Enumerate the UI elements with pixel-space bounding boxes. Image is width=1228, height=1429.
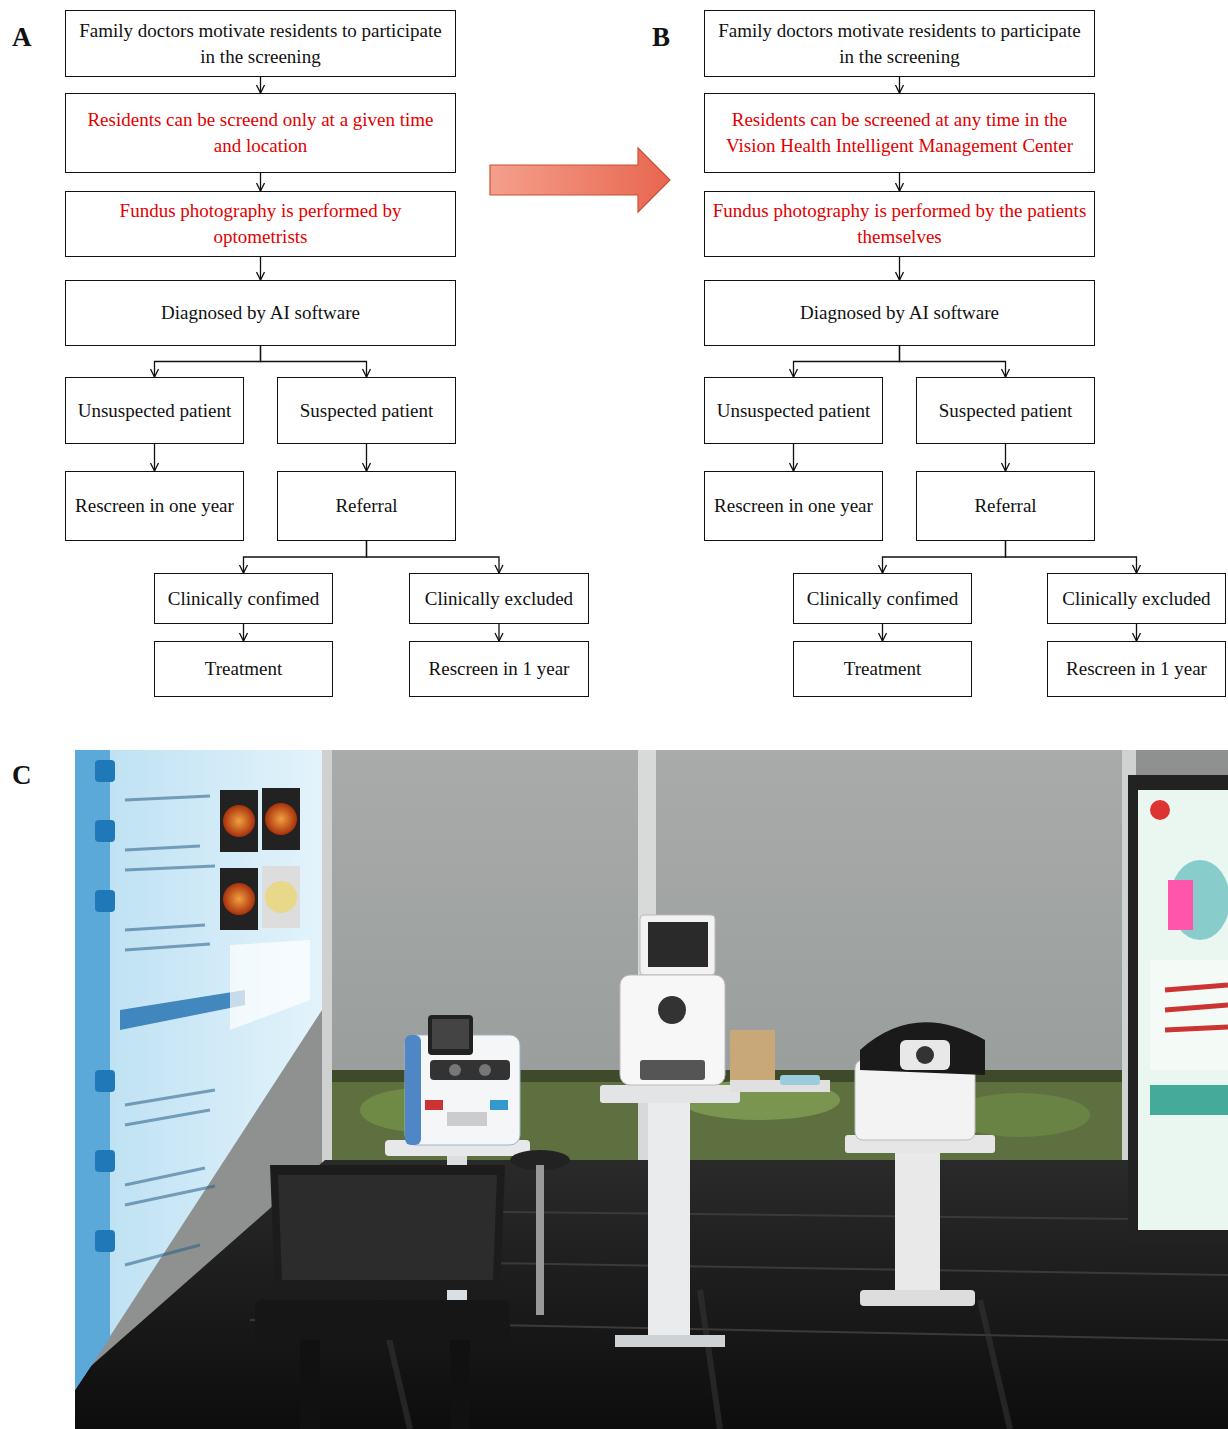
flow-arrow	[261, 346, 367, 377]
flow-arrow	[793, 444, 794, 471]
box-text: Diagnosed by AI software	[155, 300, 366, 326]
box-text: Treatment	[838, 656, 927, 682]
outcome-box: Clinically confimed	[793, 573, 972, 624]
start-box: Family doctors motivate residents to par…	[704, 10, 1095, 77]
fundus-image	[220, 790, 258, 852]
panel-label: C	[12, 762, 32, 789]
process-box: Diagnosed by AI software	[704, 280, 1095, 346]
box-text: Fundus photography is performed by optom…	[66, 198, 455, 249]
action-box: Treatment	[154, 641, 333, 697]
box-text: Unsuspected patient	[72, 398, 238, 424]
process-box: Residents can be screend only at a given…	[65, 93, 456, 173]
flow-arrow	[366, 444, 367, 471]
box-text: Unsuspected patient	[711, 398, 877, 424]
flow-arrow	[899, 257, 900, 280]
flow-arrow	[882, 624, 883, 641]
flow-arrow	[154, 444, 155, 471]
box-text: Fundus photography is performed by the p…	[705, 198, 1094, 249]
box-text: Diagnosed by AI software	[794, 300, 1005, 326]
transition-arrow	[490, 148, 670, 212]
box-text: Residents can be screened at any time in…	[705, 107, 1094, 158]
box-text: Treatment	[199, 656, 288, 682]
box-text: Rescreen in 1 year	[1060, 656, 1213, 682]
action-box: Rescreen in 1 year	[409, 641, 589, 697]
flow-arrow	[155, 346, 261, 377]
flow-arrow	[883, 541, 1006, 573]
flow-arrow	[260, 257, 261, 280]
fundus-camera	[600, 915, 830, 1347]
poster	[75, 750, 322, 1390]
box-text: Suspected patient	[294, 398, 440, 424]
box-text: Clinically excluded	[1056, 586, 1216, 612]
flow-arrow	[1005, 444, 1006, 471]
box-text: Clinically confimed	[801, 586, 964, 612]
box-text: Rescreen in one year	[708, 493, 879, 519]
chair	[255, 1165, 510, 1429]
start-box: Family doctors motivate residents to par…	[65, 10, 456, 77]
fundus-image	[262, 788, 300, 850]
flow-arrow	[243, 624, 244, 641]
flow-arrow	[260, 173, 261, 191]
action-box: Treatment	[793, 641, 972, 697]
flow-arrow	[794, 346, 900, 377]
box-text: Referral	[329, 493, 403, 519]
box-text: Clinically excluded	[419, 586, 579, 612]
fundus-image	[220, 868, 258, 930]
box-text: Referral	[968, 493, 1042, 519]
box-text: Rescreen in 1 year	[423, 656, 576, 682]
photo	[75, 750, 1228, 1429]
outcome-box: Clinically excluded	[1047, 573, 1226, 624]
flow-arrow	[899, 77, 900, 93]
flow-arrow	[367, 541, 500, 573]
flow-arrow	[498, 624, 499, 641]
outcome-box: Clinically confimed	[154, 573, 333, 624]
process-box: Residents can be screened at any time in…	[704, 93, 1095, 173]
outcome-box: Clinically excluded	[409, 573, 589, 624]
display-screen	[1128, 775, 1228, 1245]
action-box: Referral	[916, 471, 1095, 541]
action-box: Rescreen in one year	[704, 471, 883, 541]
flow-arrow	[244, 541, 367, 573]
outcome-box: Unsuspected patient	[704, 377, 883, 444]
flow-arrow	[1136, 624, 1137, 641]
process-box: Diagnosed by AI software	[65, 280, 456, 346]
outcome-box: Unsuspected patient	[65, 377, 244, 444]
flow-arrow	[260, 77, 261, 93]
box-text: Family doctors motivate residents to par…	[705, 18, 1094, 69]
box-text: Residents can be screend only at a given…	[66, 107, 455, 158]
flow-arrow	[899, 173, 900, 191]
action-box: Rescreen in one year	[65, 471, 244, 541]
fundus-camera	[845, 1022, 995, 1306]
action-box: Rescreen in 1 year	[1047, 641, 1226, 697]
flow-arrow	[900, 346, 1006, 377]
box-text: Clinically confimed	[162, 586, 325, 612]
outcome-box: Suspected patient	[277, 377, 456, 444]
window-blind	[330, 750, 640, 1070]
flow-arrow	[1006, 541, 1137, 573]
box-text: Family doctors motivate residents to par…	[66, 18, 455, 69]
panel-label: B	[652, 24, 670, 51]
fundus-image	[262, 866, 300, 928]
panel-label: A	[12, 24, 32, 51]
process-box: Fundus photography is performed by the p…	[704, 191, 1095, 257]
action-box: Referral	[277, 471, 456, 541]
box-text: Rescreen in one year	[69, 493, 240, 519]
box-text: Suspected patient	[933, 398, 1079, 424]
process-box: Fundus photography is performed by optom…	[65, 191, 456, 257]
outcome-box: Suspected patient	[916, 377, 1095, 444]
